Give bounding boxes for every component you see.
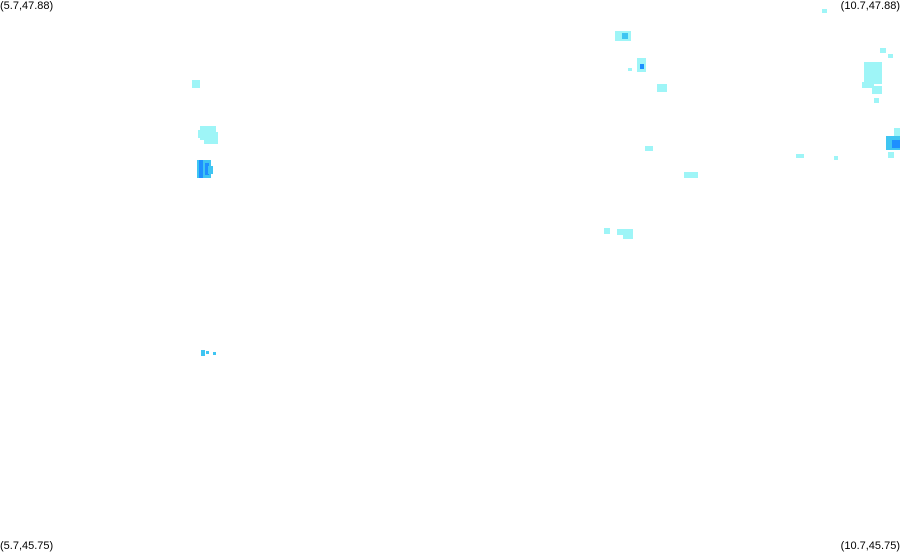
- corner-coordinate-top-left: (5.7,47.88): [0, 0, 54, 12]
- corner-coordinate-top-right: (10.7,47.88): [840, 0, 900, 12]
- precip-cell-cluster-ne: [604, 9, 900, 239]
- corner-coordinate-bottom-left: (5.7,45.75): [0, 540, 54, 552]
- corner-coordinate-bottom-right: (10.7,45.75): [840, 540, 900, 552]
- precip-cell-small: [201, 350, 216, 356]
- precip-cell-intense: [197, 160, 213, 178]
- precip-cell-cluster: [192, 80, 218, 144]
